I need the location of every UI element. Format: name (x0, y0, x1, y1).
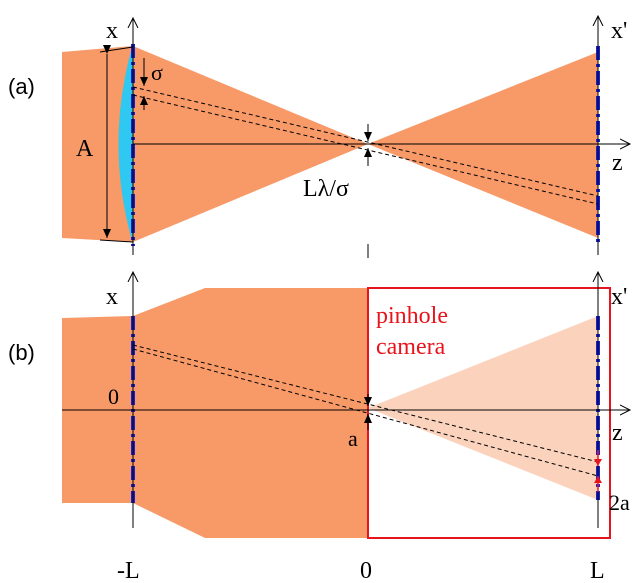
pinhole-camera-box (367, 287, 611, 539)
label-zero: 0 (360, 558, 372, 583)
xprime-axis-label-a: x' (611, 18, 627, 44)
xprime-axis-label-b: x' (611, 284, 627, 310)
sigma-label: σ (151, 60, 163, 85)
panel-a-label: (a) (8, 74, 35, 99)
bottom-axis-labels: -L 0 L (117, 558, 605, 583)
label-L: L (590, 558, 605, 583)
resolution-label: Lλ/σ (303, 176, 349, 202)
panel-b-label: (b) (8, 340, 35, 365)
ray-a-1 (132, 86, 599, 197)
x-axis-label-b: x (106, 284, 118, 310)
panel-a: (a) x x' z A σ Lλ/σ (8, 16, 630, 258)
ray-b-2 (132, 348, 599, 477)
pinhole-label-line2: camera (376, 334, 446, 360)
pinhole-label-line1: pinhole (376, 303, 448, 329)
pinhole-cone-b (368, 316, 598, 500)
aperture-tick-bottom (99, 239, 134, 243)
incoming-beam-a (62, 46, 133, 242)
lens (118, 44, 133, 244)
z-axis-label-b: z (612, 420, 623, 446)
x-axis-label-a: x (106, 18, 118, 44)
panel-b: (b) x x' z 0 a 2a pinhole camera (8, 272, 630, 539)
zero-label-b: 0 (108, 384, 119, 409)
aperture-tick-top (99, 46, 134, 53)
two-a-label: 2a (609, 490, 630, 515)
z-axis-label-a: z (612, 150, 623, 176)
label-minus-L: -L (117, 558, 140, 583)
beam-region-b (62, 288, 368, 538)
aperture-label: A (76, 136, 94, 162)
a-label: a (348, 426, 358, 451)
